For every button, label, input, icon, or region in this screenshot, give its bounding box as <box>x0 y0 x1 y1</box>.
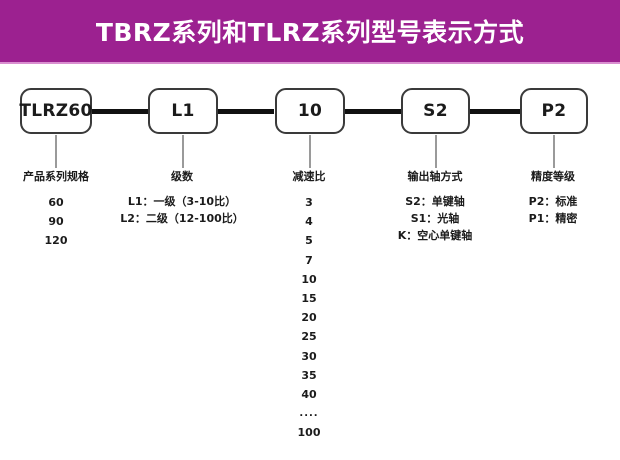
column-product-series-item: 120 <box>44 234 68 248</box>
column-ratio-item: 40 <box>301 388 317 402</box>
column-accuracy-item: P1：精密 <box>528 212 578 225</box>
product-series-box-label: TLRZ60 <box>19 101 93 121</box>
drop-line-5 <box>553 135 555 168</box>
column-output-shaft-item: S1：光轴 <box>410 212 460 225</box>
product-series-box[interactable]: TLRZ60 <box>19 88 93 134</box>
column-ratio-item: 100 <box>297 426 321 440</box>
drop-line-2 <box>182 135 184 168</box>
connector-4 <box>470 109 520 114</box>
column-ratio-item: 25 <box>301 330 317 344</box>
column-output-shaft-item: S2：单键轴 <box>405 195 465 208</box>
column-ratio-item: 10 <box>301 272 317 286</box>
column-product-series: 产品系列规格 60 90 120 <box>0 168 112 251</box>
column-accuracy-item: P2：标准 <box>528 195 578 208</box>
column-output-shaft-item: K：空心单键轴 <box>397 229 473 242</box>
column-output-shaft-title: 输出轴方式 <box>407 170 463 183</box>
column-accuracy: 精度等级 P2：标准 P1：精密 <box>505 168 601 227</box>
connector-1 <box>92 109 148 114</box>
column-ratio-title: 减速比 <box>292 170 326 183</box>
column-product-series-item: 90 <box>48 215 64 229</box>
page-title: TBRZ系列和TLRZ系列型号表示方式 <box>95 18 525 47</box>
column-ratio-item: 5 <box>305 234 313 248</box>
column-ratio-item: 30 <box>301 349 317 363</box>
column-stage: 级数 L1：一级（3-10比） L2：二级（12-100比） <box>107 168 257 227</box>
output-shaft-box[interactable]: S2 <box>401 88 470 134</box>
column-ratio-item: 4 <box>305 215 313 229</box>
column-accuracy-title: 精度等级 <box>531 170 575 183</box>
column-ratio-item: 35 <box>301 368 317 382</box>
column-ratio: 减速比 3 4 5 7 10 15 20 25 30 35 40 .... 10… <box>264 168 354 443</box>
column-stage-title: 级数 <box>171 170 193 183</box>
model-code-diagram: TLRZ60 L1 10 S2 P2 产品系列规格 60 90 120 级数 L… <box>0 64 620 460</box>
output-shaft-box-label: S2 <box>423 101 448 121</box>
accuracy-box[interactable]: P2 <box>520 88 588 134</box>
column-ratio-item-ellipsis: .... <box>299 408 319 420</box>
column-ratio-item: 20 <box>301 311 317 325</box>
drop-line-1 <box>55 135 57 168</box>
banner-underline <box>0 62 620 64</box>
column-stage-item: L2：二级（12-100比） <box>120 212 244 225</box>
accuracy-box-label: P2 <box>541 101 567 121</box>
column-ratio-item: 15 <box>301 292 317 306</box>
column-stage-item: L1：一级（3-10比） <box>127 195 237 208</box>
stage-box-label: L1 <box>171 101 195 121</box>
ratio-box-label: 10 <box>297 101 323 121</box>
column-output-shaft: 输出轴方式 S2：单键轴 S1：光轴 K：空心单键轴 <box>380 168 490 244</box>
ratio-box[interactable]: 10 <box>275 88 345 134</box>
column-ratio-item: 3 <box>305 196 313 209</box>
column-ratio-item: 7 <box>305 253 313 267</box>
column-product-series-title: 产品系列规格 <box>23 170 89 183</box>
drop-line-4 <box>435 135 437 168</box>
connector-3 <box>345 109 401 114</box>
column-product-series-item: 60 <box>48 196 64 209</box>
connector-2 <box>218 109 274 114</box>
stage-box[interactable]: L1 <box>148 88 218 134</box>
title-banner: TBRZ系列和TLRZ系列型号表示方式 <box>0 0 620 62</box>
drop-line-3 <box>309 135 311 168</box>
